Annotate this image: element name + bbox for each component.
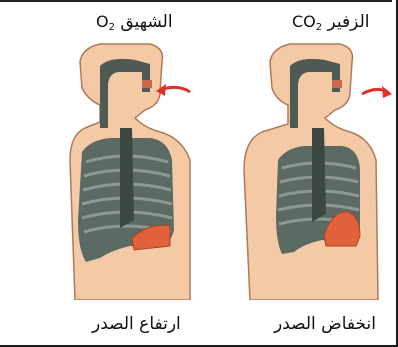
exhale-torso-figure xyxy=(200,0,396,300)
exhale-caption: انخفاض الصدر xyxy=(274,314,376,334)
inhale-torso-figure xyxy=(0,0,200,300)
inhale-caption: ارتفاع الصدر xyxy=(92,314,181,334)
